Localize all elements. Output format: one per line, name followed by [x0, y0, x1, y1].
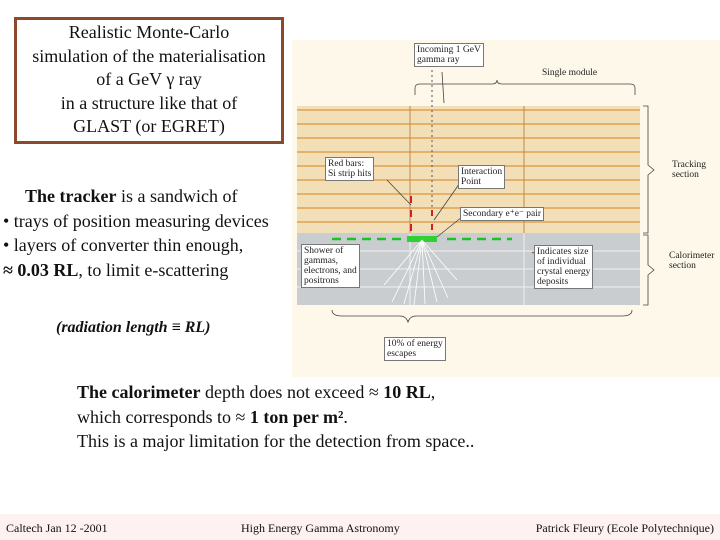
particle-shower [383, 239, 458, 306]
calorimeter-rl-value: 10 RL [383, 382, 431, 402]
calorimeter-line-1-mid: depth does not exceed ≈ [200, 382, 384, 402]
interaction-hit [407, 236, 437, 242]
radiation-length-note: (radiation length ≡ RL) [56, 319, 211, 336]
red-bars-text: Red bars: Si strip hits [328, 159, 372, 179]
calorimeter-brace [643, 234, 655, 306]
tracker-line-1-rest: is a sandwich of [116, 186, 238, 206]
shower-label: Shower of gammas, electrons, and positro… [301, 244, 360, 288]
calorimeter-line-1-end: , [430, 382, 436, 402]
tracker-line-1: The tracker is a sandwich of [3, 184, 269, 209]
title-callout: Realistic Monte-Carlo simulation of the … [14, 17, 284, 144]
tracker-line-4-rest: , to limit e-scattering [78, 259, 229, 280]
single-module-brace [414, 79, 636, 95]
callout-line-4: in a structure like that of [60, 92, 238, 113]
tracker-rl-value: ≈ 0.03 RL [3, 259, 79, 280]
tracker-heading: The tracker [25, 186, 117, 206]
pointer-lines [386, 71, 538, 256]
calorimeter-heading: The calorimeter [77, 382, 201, 402]
tracking-section-label: Tracking section [672, 160, 706, 180]
incoming-gamma-label: Incoming 1 GeV gamma ray [414, 43, 484, 67]
calorimeter-line-3: This is a major limitation for the detec… [77, 431, 475, 451]
slide-footer: Caltech Jan 12 -2001 High Energy Gamma A… [0, 514, 720, 540]
calorimeter-line-2-start: which corresponds to ≈ [77, 406, 250, 427]
footer-date: Caltech Jan 12 -2001 [6, 521, 108, 535]
interaction-point-label: Interaction Point [458, 165, 506, 189]
footer-title: High Energy Gamma Astronomy [241, 521, 400, 535]
single-module-label: Single module [542, 68, 598, 78]
energy-escapes-label: 10% of energy escapes [384, 337, 446, 361]
calorimeter-section-label: Calorimeter section [669, 251, 715, 271]
interaction-point-text: Interaction Point [461, 167, 503, 187]
callout-line-3: of a GeV γ ray [96, 69, 202, 89]
si-strip-hits [410, 196, 433, 231]
tracker-line-2: • trays of position measuring devices [3, 210, 269, 231]
tracker-line-4: ≈ 0.03 RL, to limit e-scattering [3, 258, 269, 283]
callout-line-5: GLAST (or EGRET) [73, 116, 225, 136]
incoming-gamma-text: Incoming 1 GeV gamma ray [417, 45, 481, 65]
simulation-figure: Incoming 1 GeV gamma ray Single module R… [292, 40, 720, 377]
calorimeter-line-1: The calorimeter depth does not exceed ≈ … [77, 380, 474, 405]
calorimeter-line-2: which corresponds to ≈ 1 ton per m². [77, 405, 474, 430]
calorimeter-mass-value: 1 ton per m² [249, 406, 344, 427]
tracking-brace [643, 105, 655, 234]
tracker-line-3: • layers of converter thin enough, [3, 235, 244, 255]
crystal-deposit-label: Indicates size of individual crystal ene… [534, 245, 594, 289]
calorimeter-description: The calorimeter depth does not exceed ≈ … [77, 380, 474, 454]
escape-brace [331, 309, 633, 324]
callout-line-1: Realistic Monte-Carlo [68, 22, 230, 42]
secondary-pair-label: Secondary e⁺e⁻ pair [460, 207, 545, 221]
red-bars-label: Red bars: Si strip hits [325, 157, 375, 181]
calorimeter-line-2-end: . [343, 406, 348, 427]
footer-author: Patrick Fleury (Ecole Polytechnique) [535, 521, 714, 535]
callout-line-2: simulation of the materialisation [32, 45, 266, 66]
tracker-description: The tracker is a sandwich of • trays of … [3, 184, 269, 282]
